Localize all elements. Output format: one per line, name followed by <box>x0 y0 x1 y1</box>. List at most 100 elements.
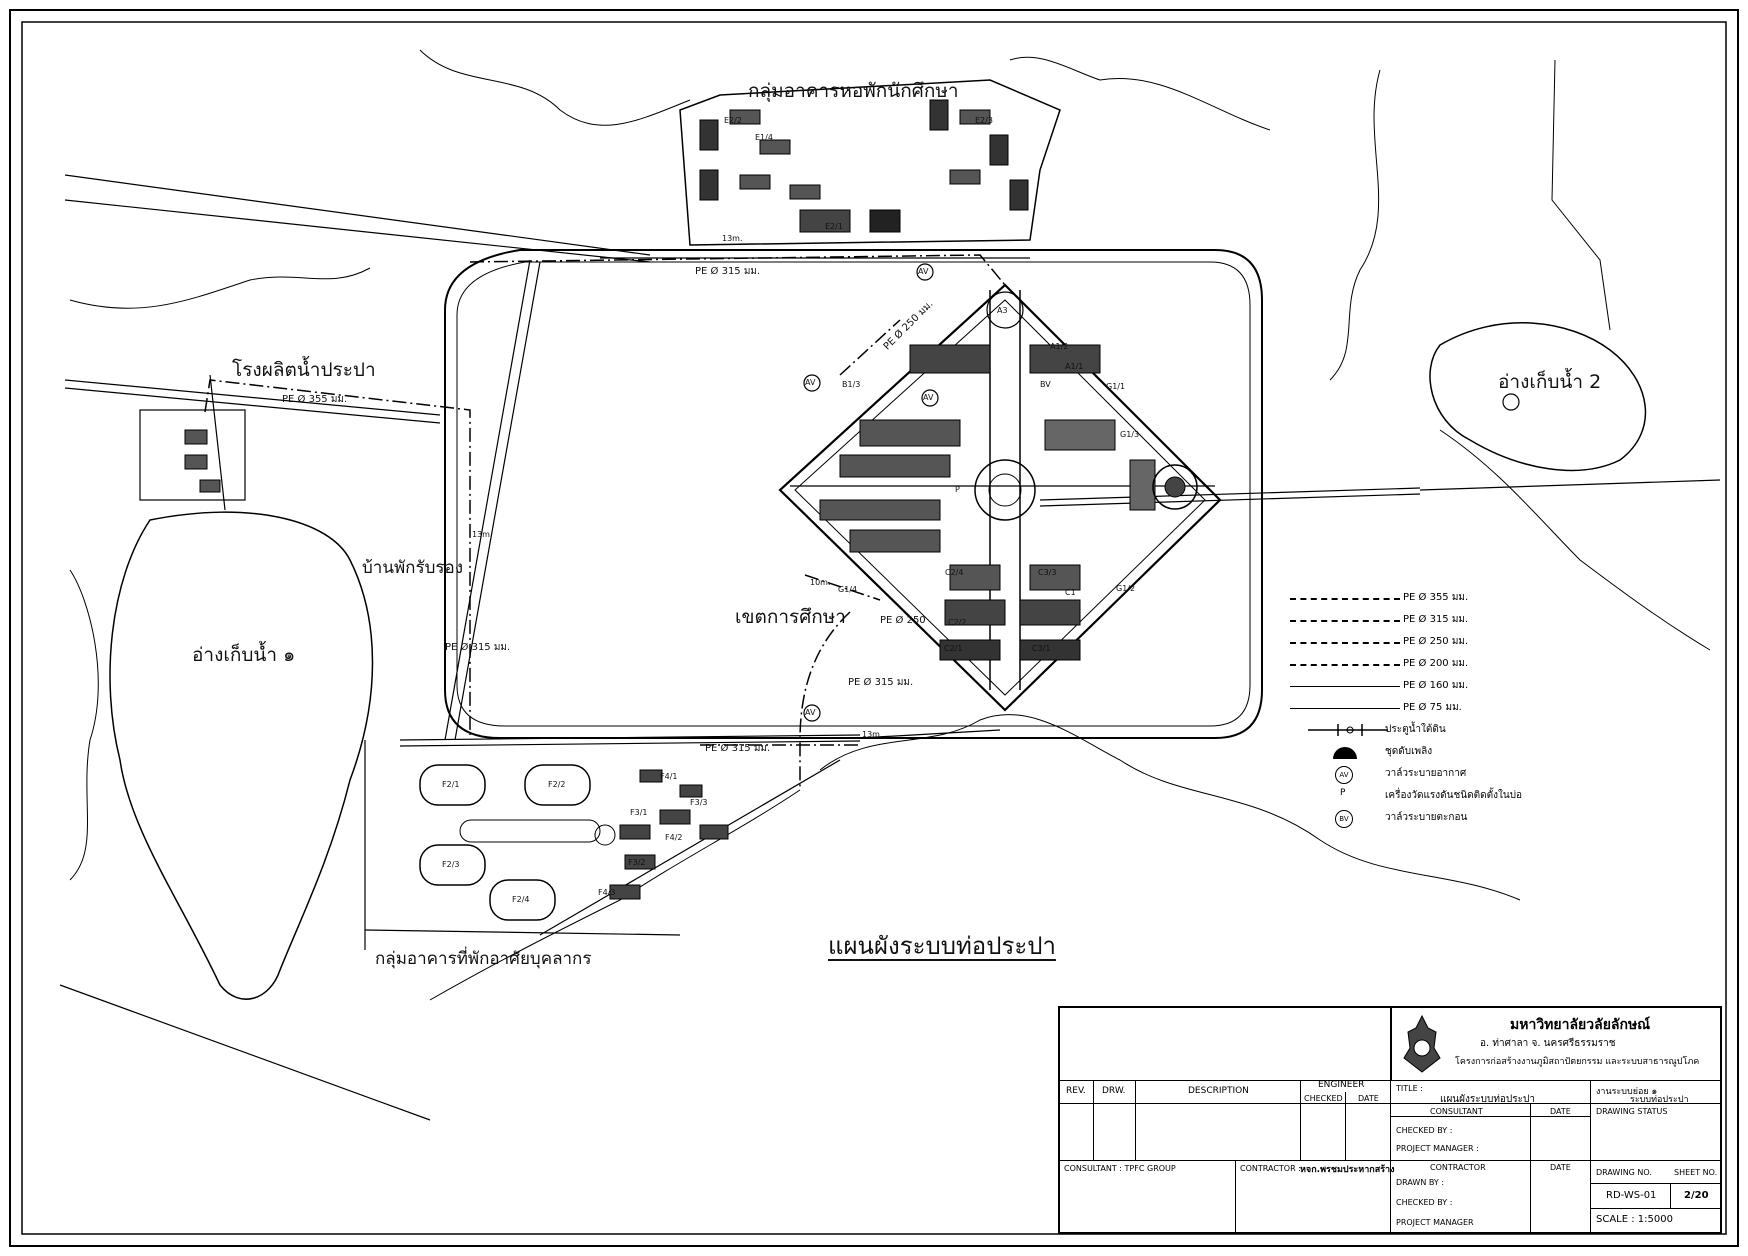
building-code: F3/1 <box>630 808 648 817</box>
reservoir-2-marker <box>1502 393 1520 411</box>
contractor-date-col: DATE <box>1550 1163 1571 1172</box>
scale: SCALE : 1:5000 <box>1596 1214 1673 1225</box>
consultant-project-manager: PROJECT MANAGER : <box>1396 1144 1479 1153</box>
roads <box>59 174 1721 1121</box>
university-location: อ. ท่าศาลา จ. นครศรีธรรมราช <box>1480 1038 1616 1049</box>
av-symbol: AV <box>923 393 934 402</box>
legend-item-label: PE Ø 200 มม. <box>1403 658 1469 669</box>
building-code: C1 <box>1065 588 1076 597</box>
air-valve-icon: AV <box>1335 766 1353 784</box>
title-label: TITLE : <box>1396 1084 1423 1093</box>
road-width-label: 13m. <box>472 530 493 539</box>
av-symbol: AV <box>918 267 929 276</box>
sheet-no: 2/20 <box>1684 1190 1709 1201</box>
legend-item-label: PE Ø 315 มม. <box>1403 614 1469 625</box>
building-code: F4/3 <box>598 888 616 897</box>
legend-line-sample <box>1290 686 1400 687</box>
valve-symbols <box>803 263 939 722</box>
blowoff-valve-icon: BV <box>1335 810 1353 828</box>
legend-item: PE Ø 355 มม. <box>1290 590 1520 606</box>
building-code: C3/1 <box>1032 644 1051 653</box>
legend-item-label: PE Ø 75 มม. <box>1403 702 1462 713</box>
legend-symbol-label: วาล์วระบายตะกอน <box>1385 812 1468 823</box>
contractor-name: หจก.พรชมประหากสร้าง <box>1300 1165 1395 1175</box>
col-checked: CHECKED <box>1304 1094 1343 1103</box>
building-code: B1/3 <box>842 380 861 389</box>
bv-symbol: BV <box>1040 380 1051 389</box>
building-code: A1/2 <box>1050 342 1069 351</box>
legend-line-sample <box>1290 642 1400 644</box>
tb-divider <box>1390 1080 1391 1232</box>
legend-symbol-label: ชุดดับเพลิง <box>1385 746 1433 757</box>
legend-line-sample <box>1290 664 1400 666</box>
road-width-label: 13m. <box>722 234 743 243</box>
title-block: มหาวิทยาลัยวลัยลักษณ์ อ. ท่าศาลา จ. นครศ… <box>1058 1006 1722 1234</box>
label-guest-house: บ้านพักรับรอง <box>362 558 464 578</box>
fire-hydrant-icon <box>1333 747 1357 759</box>
label-staff-housing: กลุ่มอาคารที่พักอาศัยบุคลากร <box>375 949 592 969</box>
building-code: C2/2 <box>948 618 967 627</box>
label-academic-zone: เขตการศึกษา <box>735 606 846 628</box>
ring-road-outer <box>444 249 1263 739</box>
col-date: DATE <box>1358 1094 1379 1103</box>
label-reservoir-2: อ่างเก็บน้ำ 2 <box>1498 371 1602 393</box>
col-rev: REV. <box>1066 1086 1086 1096</box>
tb-divider <box>1670 1183 1671 1208</box>
road-width-label: 10m. <box>810 578 831 587</box>
building-code: F4/2 <box>665 833 683 842</box>
university-emblem-icon <box>1403 1014 1441 1073</box>
building-code: F2/3 <box>442 860 460 869</box>
pipe-routes <box>204 254 1006 790</box>
col-drw: DRW. <box>1102 1086 1126 1096</box>
building-code: G1/2 <box>1116 584 1136 593</box>
building-code: G1/3 <box>1120 430 1140 439</box>
label-water-plant: โรงผลิตน้ำประปา <box>232 359 376 381</box>
legend-symbol-label: วาล์วระบายอากาศ <box>1385 768 1467 779</box>
gate-valve-icon <box>1308 724 1388 736</box>
building-code: C2/4 <box>945 568 964 577</box>
building-code: F2/1 <box>442 780 460 789</box>
pressure-gauge-icon: P <box>1340 788 1346 798</box>
col-engineer: ENGINEER <box>1318 1080 1365 1090</box>
reservoir-2-outline <box>1429 322 1647 472</box>
p-symbol: P <box>955 485 960 494</box>
pipe-label: PE Ø 355 มม. <box>282 394 348 405</box>
building-code: F2/2 <box>548 780 566 789</box>
consultant-col: CONSULTANT <box>1430 1107 1483 1116</box>
legend-symbol-item: P เครื่องวัดแรงดันชนิดติดตั้งในบ่อ <box>1290 788 1523 804</box>
legend-line-sample <box>1290 620 1400 622</box>
building-code: F4/1 <box>660 772 678 781</box>
tb-divider <box>1060 1160 1720 1161</box>
legend-line-sample <box>1290 598 1400 600</box>
legend-symbol-label: เครื่องวัดแรงดันชนิดติดตั้งในบ่อ <box>1385 790 1523 801</box>
building-code: F3/2 <box>628 858 646 867</box>
dormitory-cluster <box>679 79 1061 246</box>
consultant-date-col: DATE <box>1550 1107 1571 1116</box>
contractor-checked-by: CHECKED BY : <box>1396 1198 1453 1207</box>
water-plant <box>139 409 246 501</box>
building-code: A1/1 <box>1065 362 1084 371</box>
pipe-label: PE Ø 315 มม. <box>705 743 771 754</box>
contractor-drawn-by: DRAWN BY : <box>1396 1178 1445 1187</box>
staff-housing-cluster <box>419 764 729 921</box>
road-width-label: 13m. <box>862 730 883 739</box>
sheet-no-label: SHEET NO. <box>1674 1168 1718 1177</box>
tb-divider <box>1590 1183 1720 1184</box>
tb-divider <box>1060 1103 1720 1104</box>
building-code: C2/1 <box>944 644 963 653</box>
legend-item: PE Ø 160 มม. <box>1290 678 1520 694</box>
building-code: A3 <box>997 306 1008 315</box>
drawing-status-label: DRAWING STATUS <box>1596 1107 1668 1116</box>
label-reservoir-1: อ่างเก็บน้ำ ๑ <box>192 644 296 666</box>
av-symbol: AV <box>805 708 816 717</box>
label-dormitory-group: กลุ่มอาคารหอพักนักศึกษา <box>748 80 959 102</box>
col-description: DESCRIPTION <box>1188 1086 1249 1096</box>
subsystem-label: งานระบบย่อย ๑ <box>1596 1087 1658 1097</box>
legend-symbol-item: ประตูน้ำใต้ดิน <box>1290 722 1520 738</box>
av-symbol: AV <box>805 378 816 387</box>
building-code: G1/4 <box>838 585 858 594</box>
building-code: F3/3 <box>690 798 708 807</box>
sheet-border-outer <box>9 9 1739 1247</box>
plan-title: แผนผังระบบท่อประปา <box>828 932 1056 960</box>
